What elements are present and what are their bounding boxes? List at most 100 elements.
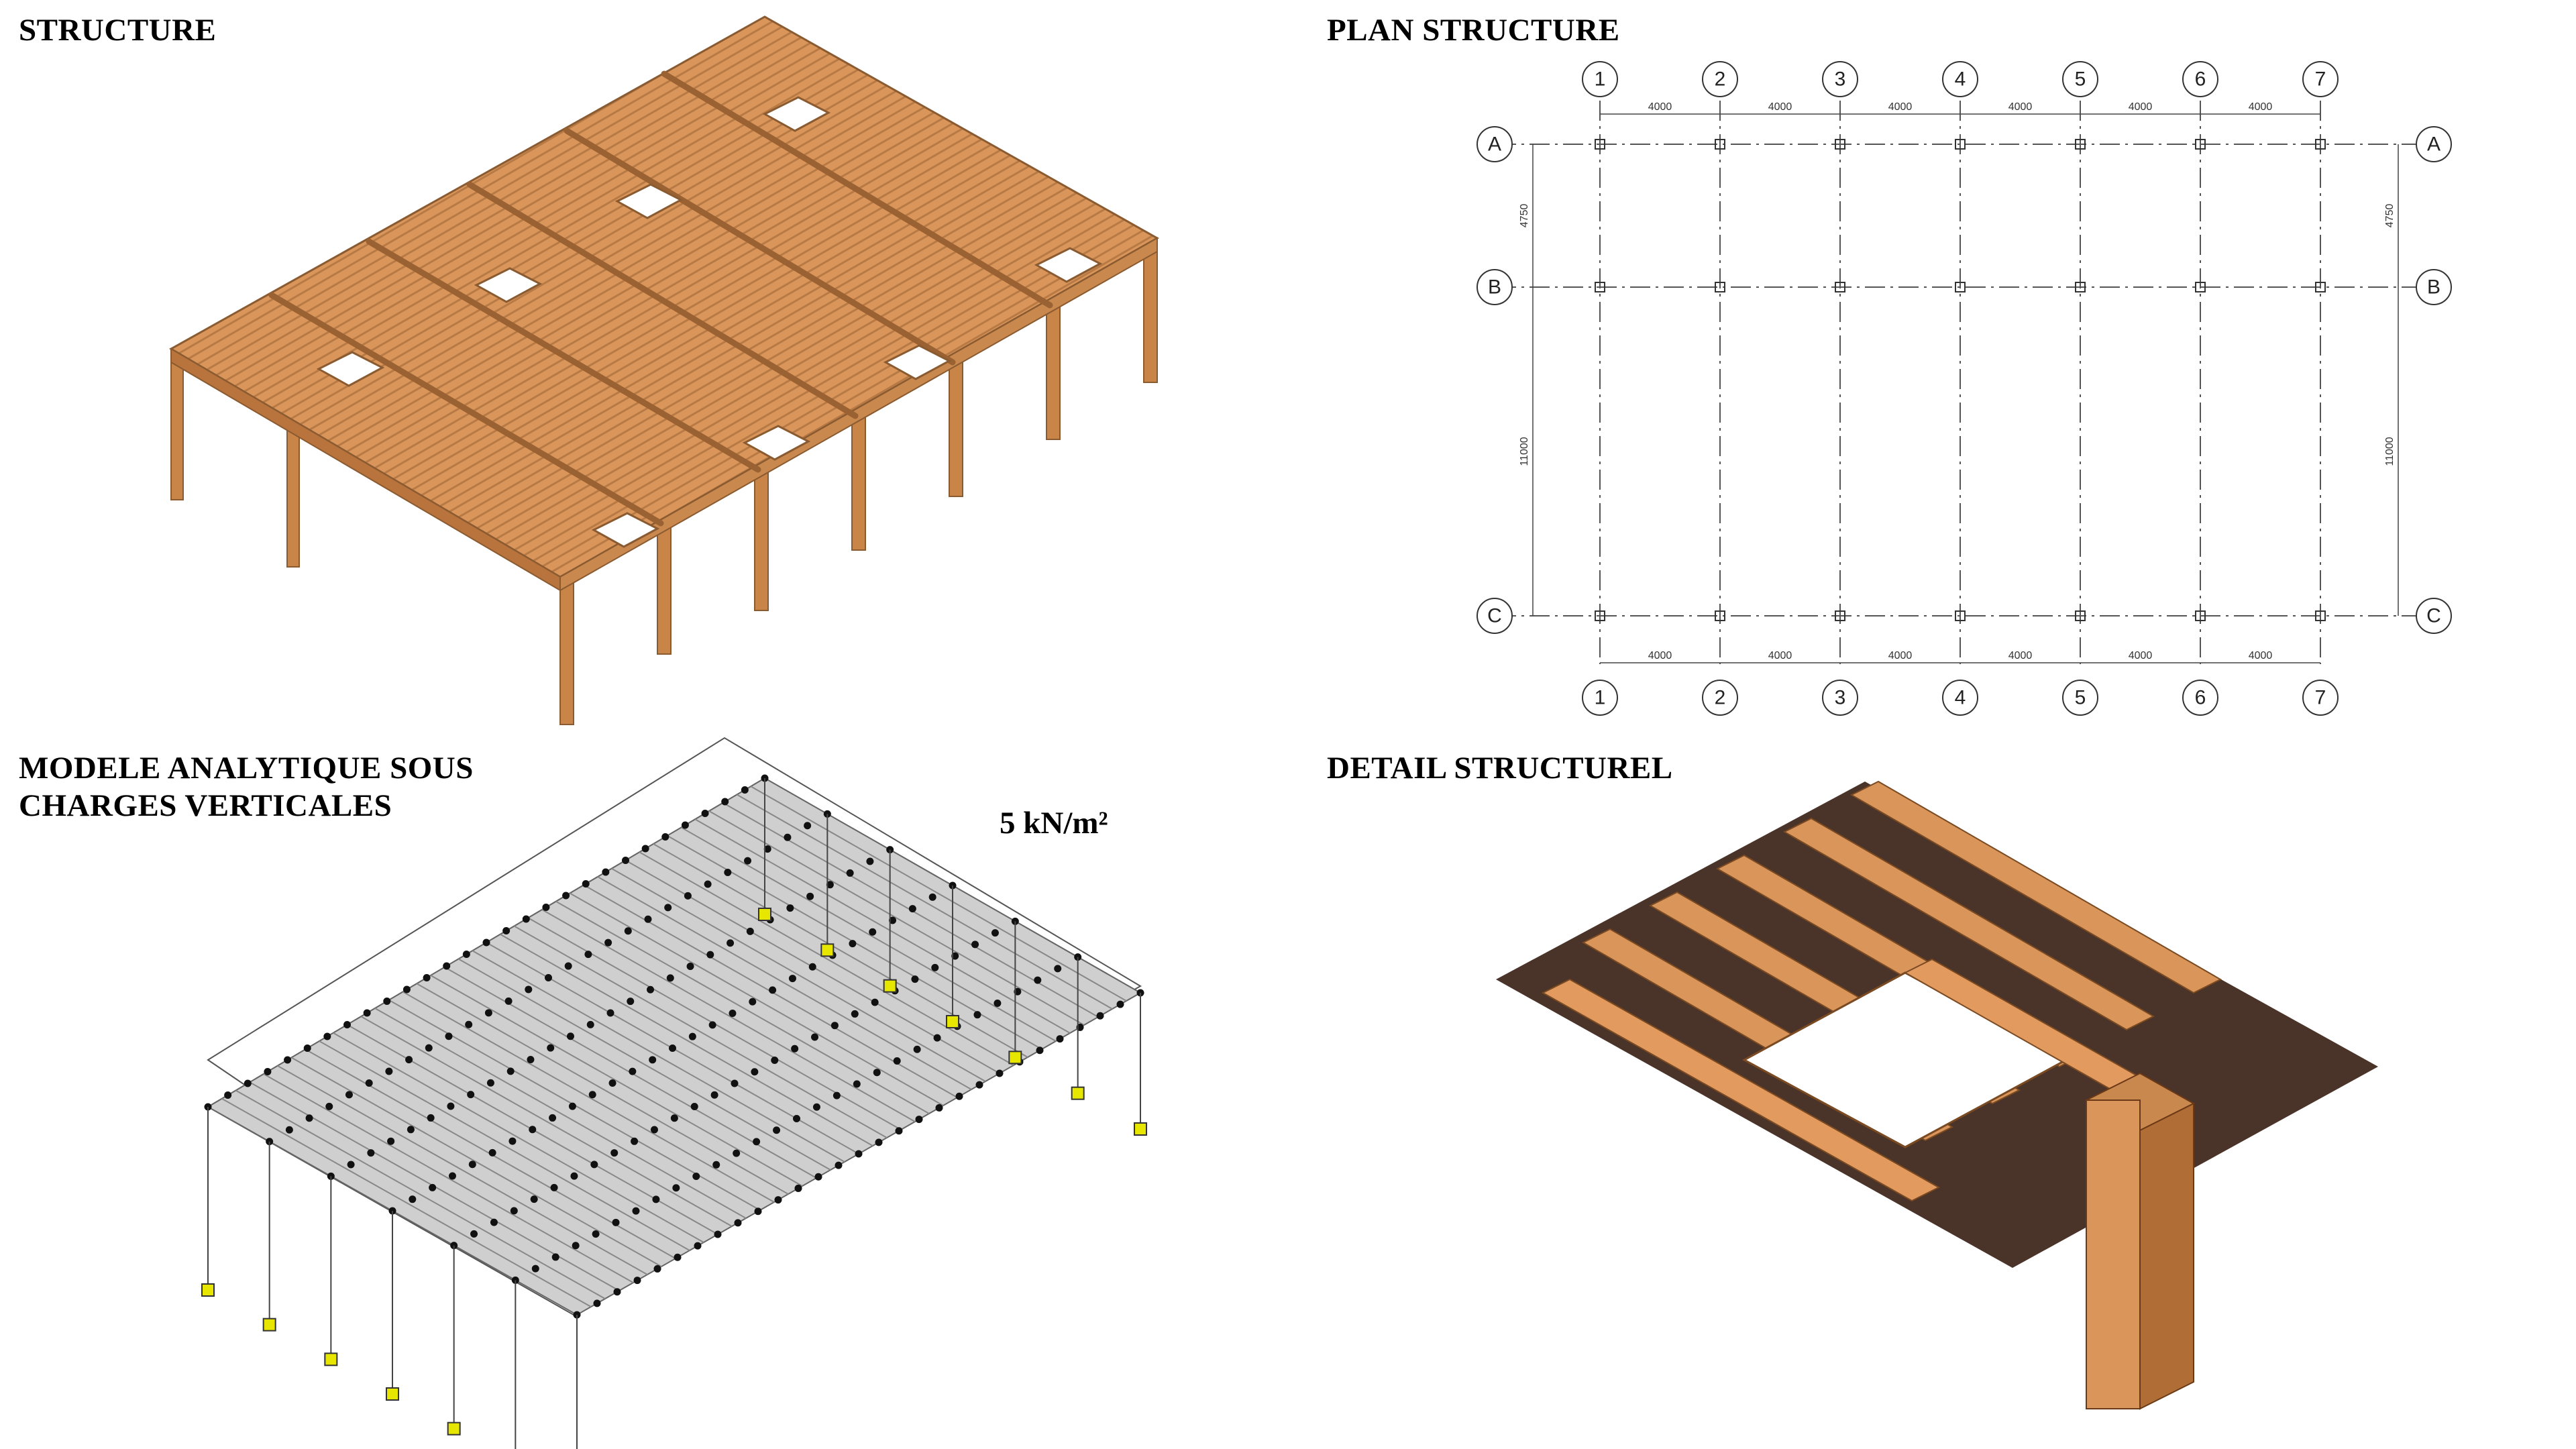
analytic-node (674, 1253, 682, 1261)
column-bubble (1702, 680, 1738, 716)
analytic-node (729, 1010, 737, 1018)
analytic-node (427, 1114, 435, 1122)
analytic-node (694, 1242, 702, 1250)
slab-openings (316, 96, 1103, 548)
column-bubble-label: 4 (1955, 68, 1966, 91)
analytic-node (771, 1056, 779, 1064)
plan-column-marker (2075, 610, 2086, 621)
plan-column-marker (1715, 282, 1725, 292)
analytic-node (604, 938, 612, 947)
analytic-joist (708, 810, 1085, 1026)
column-spacing-label: 4000 (1648, 650, 1672, 661)
analytic-node (692, 1173, 700, 1181)
column-spacing-label: 4000 (1648, 101, 1672, 113)
analytic-joist (374, 1008, 747, 1219)
analytic-node (889, 916, 897, 924)
analytic-node (826, 881, 834, 889)
analytic-node (423, 974, 431, 981)
analytic-node (784, 833, 792, 841)
analytic-node (482, 938, 490, 947)
analytic-node (846, 869, 854, 877)
analytic-node (911, 975, 919, 983)
load-value-label: 5 kN/m² (1000, 806, 1108, 841)
analytic-node (224, 1091, 232, 1099)
row-bubble (1477, 126, 1513, 162)
analytic-node (991, 929, 999, 937)
analytic-node (706, 951, 714, 959)
analytic-node (721, 798, 729, 806)
analytic-node (402, 985, 411, 994)
column-bubble-label: 6 (2195, 68, 2206, 91)
column-bubble-label: 1 (1595, 68, 1606, 91)
analytic-supports (201, 908, 1147, 1436)
analytic-node (1116, 1000, 1124, 1008)
analytic-node (996, 1069, 1004, 1077)
plan-column-marker (1595, 282, 1605, 292)
analytic-node (588, 1091, 596, 1099)
row-bubble-label: A (1488, 133, 1501, 156)
analytic-node (443, 962, 451, 970)
analytic-node (407, 1126, 415, 1134)
row-bubble-label: C (1487, 605, 1502, 627)
analytic-joist (360, 1016, 733, 1227)
analytic-node (690, 1103, 698, 1111)
analytic-joist (514, 925, 888, 1138)
analytic-node (542, 904, 550, 911)
analytic-node (670, 1114, 678, 1122)
analytic-node (793, 1115, 800, 1122)
analytic-node (531, 1265, 539, 1273)
plan-column-marker (1955, 282, 1966, 292)
analytic-joist (611, 867, 986, 1082)
analytic-node (606, 1009, 614, 1017)
analytic-node (387, 1137, 395, 1145)
analytic-node (629, 1067, 637, 1075)
analytic-support (201, 1283, 215, 1297)
analytic-joist (653, 843, 1028, 1058)
analytic-node (835, 1161, 843, 1169)
analytic-node (425, 1044, 433, 1052)
analytic-node (504, 997, 513, 1005)
analytic-node (653, 1265, 661, 1273)
column-spacing-label: 4000 (2008, 650, 2033, 661)
analytic-node (467, 1091, 475, 1099)
column-spacing-label: 4000 (1768, 650, 1792, 661)
row-spacing-label: 11000 (2384, 437, 2396, 466)
analytic-node (550, 1183, 558, 1191)
analytic-node (774, 1196, 782, 1204)
analytic-node (549, 1114, 557, 1122)
column-bubble-label: 6 (2195, 687, 2206, 709)
analytic-node (788, 975, 796, 983)
analytic-node (652, 1195, 660, 1203)
analytic-node (708, 1021, 716, 1029)
analytic-joist (737, 794, 1113, 1010)
analytic-node (681, 821, 689, 829)
analytic-node (610, 1149, 619, 1157)
column-bubble (2302, 680, 2339, 716)
detail-beams (1541, 958, 2182, 1202)
analytic-node (1036, 1046, 1044, 1055)
analytic-node (584, 951, 592, 959)
row-bubble (1477, 269, 1513, 305)
column-bubble (1822, 680, 1858, 716)
column-bubble-label: 4 (1955, 687, 1966, 709)
plan-column-marker (1955, 610, 1966, 621)
analytic-node (773, 1126, 781, 1134)
analytic-node (769, 986, 777, 994)
analytic-node (701, 810, 709, 817)
analytic-node (633, 1277, 641, 1285)
analytic-node (547, 1044, 555, 1052)
analytic-node (564, 962, 572, 970)
analytic-node (447, 1102, 455, 1110)
analytic-node (244, 1079, 252, 1087)
analytic-node (734, 1219, 742, 1227)
analytic-support (324, 1352, 338, 1366)
analytic-node (468, 1161, 476, 1169)
analytic-node (530, 1195, 538, 1203)
plan-column-marker (1835, 610, 1845, 621)
row-bubble-label: B (1488, 276, 1501, 299)
analytic-node (733, 1149, 741, 1157)
structure-title: STRUCTURE (19, 13, 217, 48)
detail-structurel-title: DETAIL STRUCTUREL (1327, 751, 1673, 786)
column-bubble (2062, 61, 2098, 97)
analytic-node (602, 868, 610, 876)
